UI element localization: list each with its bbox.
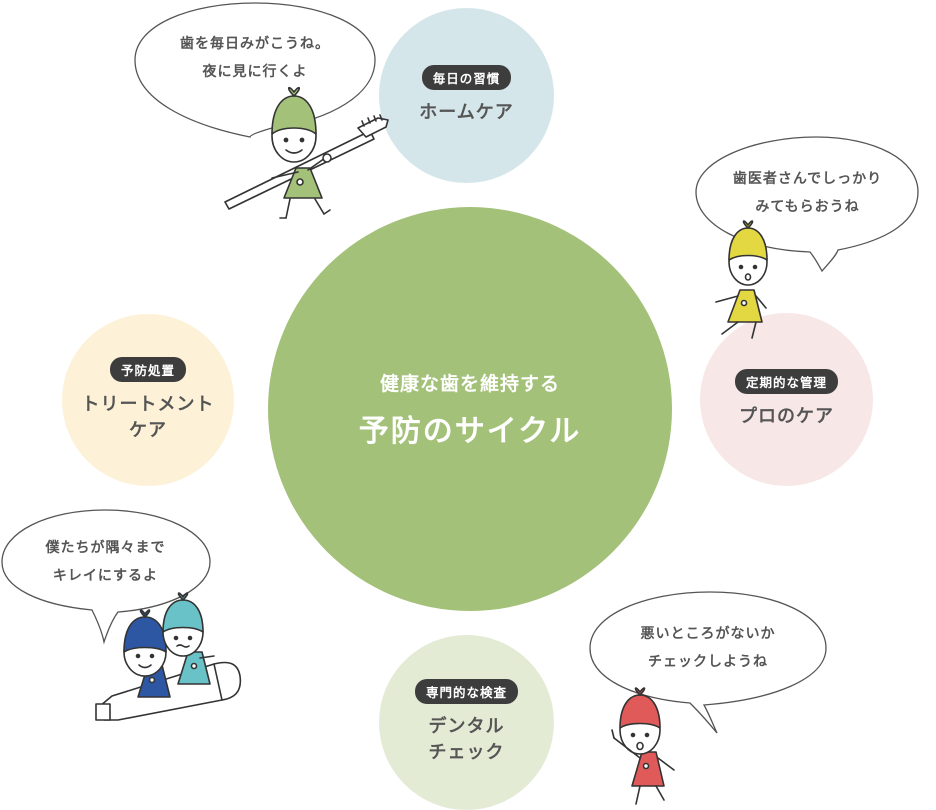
speech-bubble-dental bbox=[589, 591, 827, 734]
bubble-pro-line2: みてもらおうね bbox=[755, 199, 860, 215]
character-red-icon bbox=[611, 687, 675, 805]
dental-check-title: デンタル チェック bbox=[429, 714, 505, 766]
bubble-home-line2: 夜に見に行くよ bbox=[202, 64, 308, 80]
character-yellow-icon bbox=[715, 220, 768, 339]
dental-title-line2: チェック bbox=[428, 742, 505, 763]
circle-home-care: 毎日の習慣 ホームケア bbox=[379, 8, 554, 183]
bubble-text-dental: 悪いところがないか チェックしようね bbox=[595, 620, 821, 676]
bubble-pro-line1: 歯医者さんでしっかり bbox=[732, 171, 883, 187]
bubble-home-line1: 歯を毎日みがこうね。 bbox=[180, 36, 330, 52]
dental-check-badge: 専門的な検査 bbox=[414, 679, 518, 704]
circle-pro-care: 定期的な管理 プロのケア bbox=[700, 313, 873, 486]
circle-treatment-care: 予防処置 トリートメント ケア bbox=[62, 314, 234, 486]
bubble-dental-line2: チェックしようね bbox=[648, 654, 768, 670]
treatment-title-line1: トリートメント bbox=[81, 393, 215, 415]
bubble-text-home: 歯を毎日みがこうね。 夜に見に行くよ bbox=[140, 30, 370, 86]
treatment-care-title: トリートメント ケア bbox=[82, 392, 215, 444]
home-care-badge: 毎日の習慣 bbox=[421, 65, 512, 90]
bubble-text-treatment: 僕たちが隅々まで キレイにするよ bbox=[8, 534, 203, 590]
speech-bubble-treatment bbox=[1, 509, 211, 645]
circle-dental-check: 専門的な検査 デンタル チェック bbox=[379, 635, 554, 810]
home-care-title: ホームケア bbox=[419, 102, 514, 123]
bubble-treatment-line1: 僕たちが隅々まで bbox=[45, 540, 166, 556]
pro-care-title: プロのケア bbox=[739, 406, 834, 427]
bubble-dental-line1: 悪いところがないか bbox=[640, 626, 776, 642]
bubble-treatment-line2: キレイにするよ bbox=[52, 568, 159, 584]
character-toothpaste-duo-icon bbox=[95, 592, 242, 721]
pro-care-badge: 定期的な管理 bbox=[734, 369, 838, 394]
treatment-care-badge: 予防処置 bbox=[109, 356, 186, 382]
center-subtitle: 健康な歯を維持する bbox=[379, 372, 560, 395]
treatment-title-line2: ケア bbox=[129, 419, 167, 441]
dental-title-line1: デンタル bbox=[428, 716, 505, 737]
bubble-text-pro: 歯医者さんでしっかり みてもらおうね bbox=[700, 165, 915, 221]
character-green-toothbrush-icon bbox=[224, 86, 389, 219]
center-title: 予防のサイクル bbox=[358, 413, 582, 449]
center-circle: 健康な歯を維持する 予防のサイクル bbox=[268, 207, 672, 611]
